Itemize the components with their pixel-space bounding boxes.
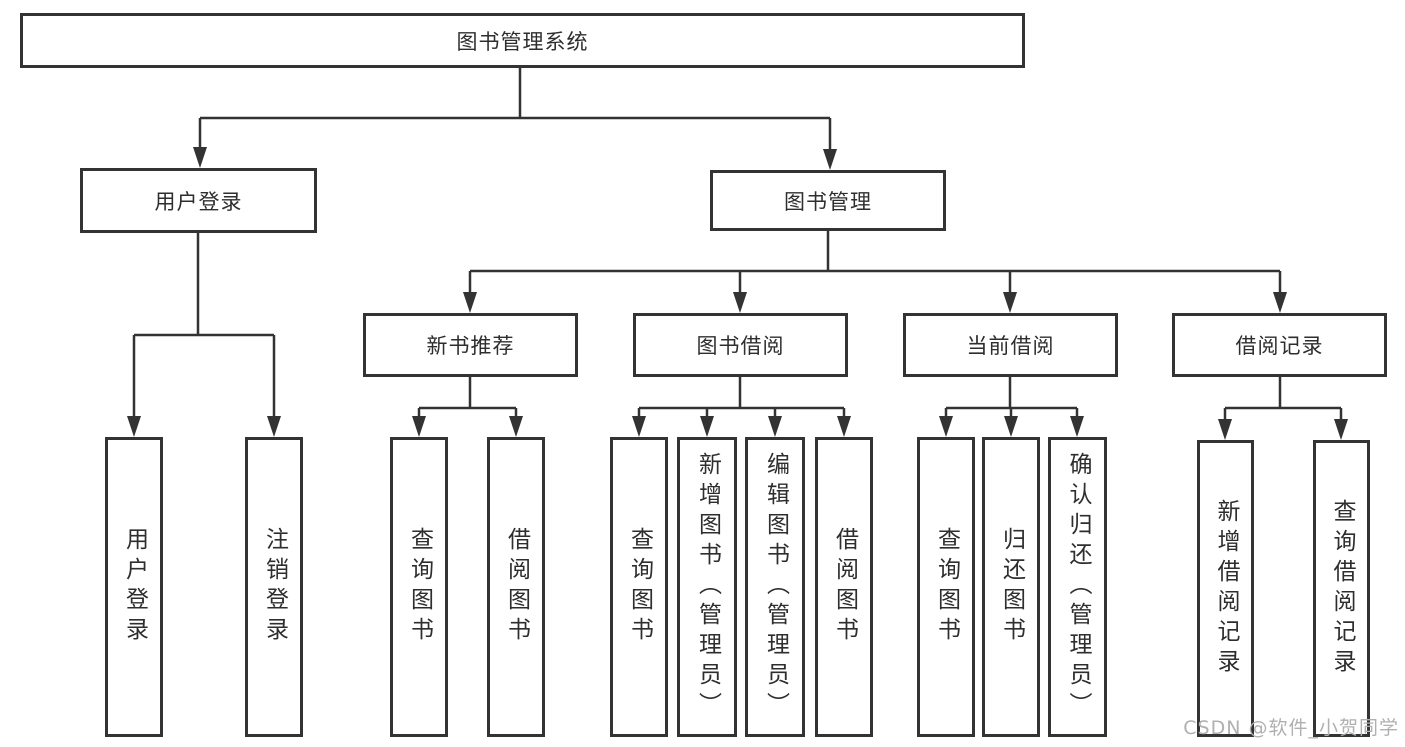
leaf-edit-book-admin: 编辑图书（管理员） xyxy=(745,437,805,737)
leaf-query-books-3: 查询图书 xyxy=(917,437,975,737)
node-label: 归还图书 xyxy=(998,527,1025,647)
leaf-confirm-return-admin: 确认归还（管理员） xyxy=(1048,437,1107,737)
node-label: 用户登录 xyxy=(121,527,148,647)
node-label: 新增借阅记录 xyxy=(1213,498,1239,679)
connector-lines xyxy=(132,68,1343,422)
node-label: 新增图书（管理员） xyxy=(694,452,721,722)
node-book-borrow: 图书借阅 xyxy=(633,313,848,377)
node-label: 查询图书 xyxy=(626,527,653,647)
leaf-borrow-books-1: 借阅图书 xyxy=(487,437,545,737)
arrowheads xyxy=(127,147,1348,440)
node-label: 新书推荐 xyxy=(426,334,515,358)
node-label: 查询借阅记录 xyxy=(1329,498,1355,679)
leaf-add-book-admin: 新增图书（管理员） xyxy=(677,437,737,737)
leaf-query-books-1: 查询图书 xyxy=(390,437,448,737)
node-label: 图书管理 xyxy=(784,189,872,214)
node-user-login: 用户登录 xyxy=(80,168,317,233)
node-label: 查询图书 xyxy=(406,527,433,647)
node-new-book-recommend: 新书推荐 xyxy=(363,313,578,377)
csdn-watermark: CSDN @软件_小贺同学 xyxy=(1183,717,1399,739)
node-label: 注销登录 xyxy=(261,527,288,647)
node-label: 查询图书 xyxy=(933,527,960,647)
leaf-query-books-2: 查询图书 xyxy=(610,437,668,737)
node-label: 编辑图书（管理员） xyxy=(762,452,789,722)
node-label: 图书管理系统 xyxy=(456,29,589,54)
node-label: 借阅图书 xyxy=(503,527,530,647)
node-label: 当前借阅 xyxy=(966,334,1055,358)
node-borrow-records: 借阅记录 xyxy=(1172,313,1387,377)
leaf-borrow-books-2: 借阅图书 xyxy=(815,437,873,737)
leaf-return-book: 归还图书 xyxy=(982,437,1040,737)
node-label: 用户登录 xyxy=(154,189,243,214)
leaf-query-borrow-record: 查询借阅记录 xyxy=(1313,440,1370,737)
leaf-add-borrow-record: 新增借阅记录 xyxy=(1197,440,1254,737)
leaf-user-login: 用户登录 xyxy=(105,437,163,737)
node-label: 图书借阅 xyxy=(696,334,785,358)
node-library-management-system: 图书管理系统 xyxy=(20,13,1025,68)
leaf-logout: 注销登录 xyxy=(245,437,303,737)
node-label: 借阅图书 xyxy=(831,527,858,647)
node-label: 确认归还（管理员） xyxy=(1065,452,1091,722)
node-current-borrow: 当前借阅 xyxy=(903,313,1118,377)
node-book-management: 图书管理 xyxy=(710,170,946,231)
node-label: 借阅记录 xyxy=(1235,334,1324,358)
